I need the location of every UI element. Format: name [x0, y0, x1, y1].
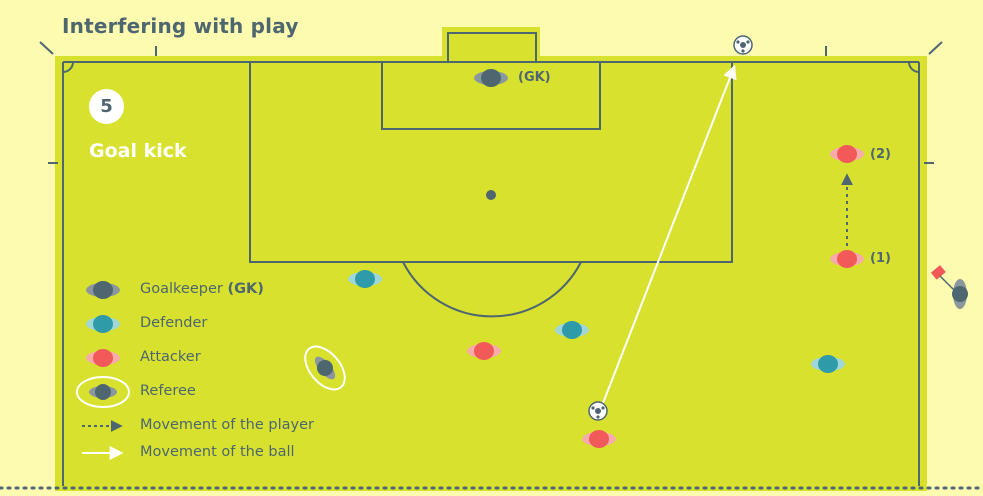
legend-goalkeeper: Goalkeeper (GK)	[140, 281, 264, 297]
goal-frame	[442, 27, 540, 59]
legend-goalkeeper-label: Goalkeeper	[140, 281, 223, 297]
attacker-player-icon	[467, 342, 501, 360]
attacker-start-label: (1)	[870, 251, 891, 266]
pitch-lines	[39, 32, 943, 486]
attacker-player-icon	[830, 250, 864, 268]
defender-player-icon	[555, 321, 589, 339]
ball-icon	[588, 401, 608, 421]
legend-goalkeeper-abbr: (GK)	[227, 281, 264, 297]
attacker-player-icon	[830, 145, 864, 163]
attacker-end-label: (2)	[870, 147, 891, 162]
penalty-spot	[486, 190, 496, 200]
legend-defender-label: Defender	[140, 315, 208, 331]
legend-goalkeeper-icon	[86, 281, 120, 299]
attacker-player-icon	[582, 430, 616, 448]
defender-player-icon	[348, 270, 382, 288]
page-title: Interfering with play	[62, 14, 299, 38]
goalkeeper-label: (GK)	[518, 70, 551, 85]
legend-referee-icon	[76, 376, 130, 408]
referee-icon	[304, 345, 346, 391]
legend-attacker-label: Attacker	[140, 349, 201, 365]
legend-ball-movement-label: Movement of the ball	[140, 444, 295, 460]
legend-referee-label: Referee	[140, 383, 196, 399]
step-number-badge: 5	[89, 89, 124, 124]
ball-icon	[733, 35, 753, 55]
defender-player-icon	[811, 355, 845, 373]
goalkeeper-player-icon	[474, 69, 508, 87]
legend-player-movement-label: Movement of the player	[140, 417, 314, 433]
scene-label: Goal kick	[89, 140, 187, 162]
legend-defender-icon	[86, 315, 120, 333]
legend-attacker-icon	[86, 349, 120, 367]
assistant-referee-icon	[930, 265, 968, 309]
ball-movement-arrow	[602, 64, 737, 404]
